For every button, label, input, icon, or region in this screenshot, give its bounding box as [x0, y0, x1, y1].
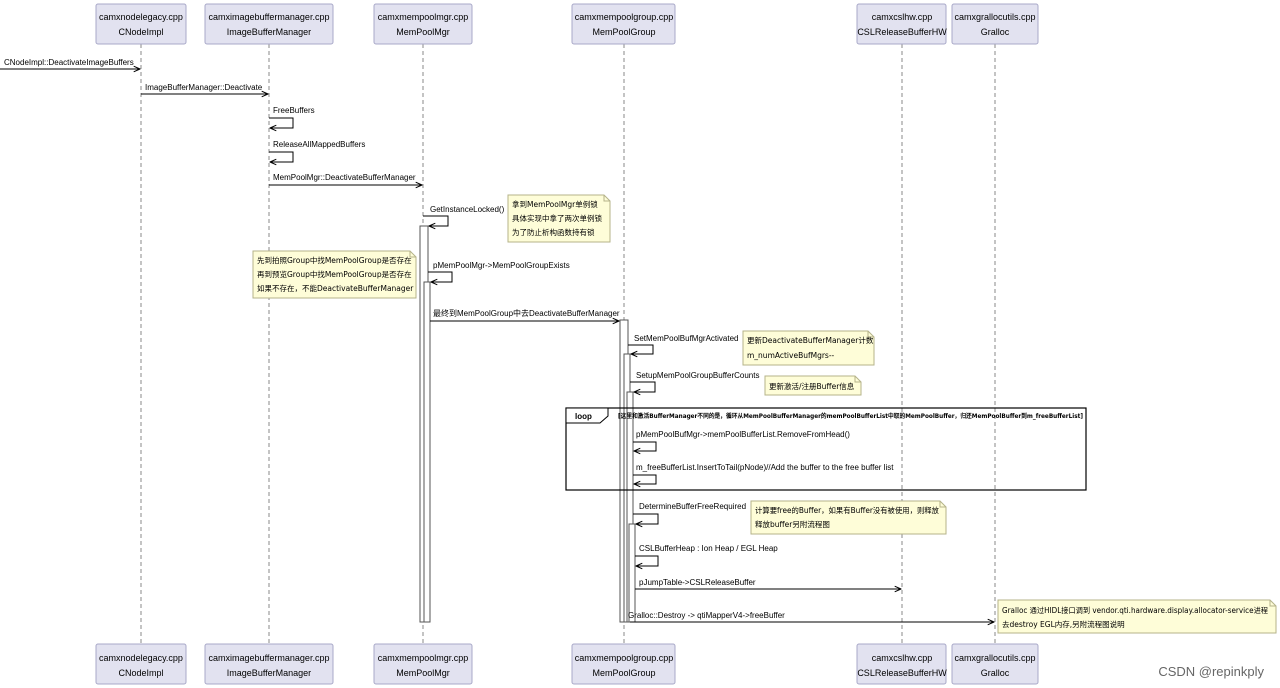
participant-mempoolgroup-top — [571, 3, 676, 45]
participant-name: MemPoolMgr — [396, 668, 450, 678]
participant-name: Gralloc — [981, 27, 1010, 37]
participant-name: CNodeImpl — [118, 668, 163, 678]
loop-frame — [565, 407, 1087, 491]
participant-mempoolmgr-top — [373, 3, 473, 45]
participant-name: MemPoolGroup — [592, 27, 655, 37]
participant-name: ImageBufferManager — [227, 668, 311, 678]
note-line: 释放buffer另附流程图 — [755, 519, 830, 529]
note-line: 再到预览Group中找MemPoolGroup是否存在 — [257, 269, 412, 279]
note-line: 去destroy EGL内存,另附流程图说明 — [1002, 619, 1125, 629]
note-line: 拿到MemPoolMgr单例锁 — [512, 199, 598, 209]
participant-name: MemPoolMgr — [396, 27, 450, 37]
participant-name: MemPoolGroup — [592, 668, 655, 678]
message-label: Gralloc::Destroy -> qtiMapperV4->freeBuf… — [628, 611, 785, 620]
self-message-arrow — [628, 344, 654, 354]
self-message-arrow — [269, 151, 294, 162]
participant-file: camxnodelegacy.cpp — [99, 12, 183, 22]
participant-file: camxgrallocutils.cpp — [954, 653, 1035, 663]
self-message-arrow — [633, 441, 657, 451]
note-gralloc: Gralloc 通过HIDL接口调到 vendor.qti.hardware.d… — [997, 599, 1277, 634]
note-line: 计算要free的Buffer，如果有Buffer没有被使用，则释放 — [755, 505, 939, 515]
note-line: Gralloc 通过HIDL接口调到 vendor.qti.hardware.d… — [1002, 605, 1268, 615]
self-message-arrow — [428, 271, 453, 282]
message-label: ImageBufferManager::Deactivate — [145, 83, 263, 92]
participant-file: camxmempoolgroup.cpp — [575, 12, 674, 22]
participant-imagebuffermanager-top — [204, 3, 334, 45]
self-message-arrow — [423, 215, 449, 226]
note-getinstance: 拿到MemPoolMgr单例锁 具体实现中拿了两次单例锁 为了防止析构函数持有锁 — [507, 194, 611, 243]
note-line: 具体实现中拿了两次单例锁 — [512, 213, 602, 223]
participant-name: ImageBufferManager — [227, 27, 311, 37]
note-activated: 更新DeactivateBufferManager计数 m_numActiveB… — [742, 330, 875, 366]
note-line: 如果不存在，不能DeactivateBufferManager — [257, 283, 414, 293]
activation-mempoolmgr-nested — [423, 281, 431, 623]
message-label: 最终到MemPoolGroup中去DeactivateBufferManager — [433, 308, 620, 318]
participant-imagebuffermanager-bottom — [204, 643, 334, 685]
message-label: pJumpTable->CSLReleaseBuffer — [639, 578, 756, 587]
message-label: SetupMemPoolGroupBufferCounts — [636, 371, 759, 380]
message-label: MemPoolMgr::DeactivateBufferManager — [273, 173, 416, 182]
participant-name: CSLReleaseBufferHW — [857, 668, 947, 678]
note-line: 更新DeactivateBufferManager计数 — [747, 335, 874, 345]
self-message-arrow — [635, 555, 659, 566]
note-line: 更新激活/注册Buffer信息 — [769, 381, 855, 391]
message-label: pMemPoolBufMgr->memPoolBufferList.Remove… — [636, 430, 850, 439]
participant-file: camxcslhw.cpp — [872, 12, 933, 22]
message-label: CSLBufferHeap : Ion Heap / EGL Heap — [639, 544, 778, 553]
participant-cnodeimpl-top — [95, 3, 187, 45]
participant-file: camximagebuffermanager.cpp — [209, 653, 330, 663]
watermark: CSDN @repinkply — [1158, 664, 1264, 679]
message-label: FreeBuffers — [273, 106, 315, 115]
participant-mempoolmgr-bottom — [373, 643, 473, 685]
message-label: ReleaseAllMappedBuffers — [273, 140, 365, 149]
participant-file: camxgrallocutils.cpp — [954, 12, 1035, 22]
note-line: 为了防止析构函数持有锁 — [512, 227, 595, 237]
participant-gralloc-top — [951, 3, 1039, 45]
self-message-arrow — [633, 474, 657, 484]
self-message-arrow — [630, 381, 656, 392]
participant-name: CSLReleaseBufferHW — [857, 27, 947, 37]
participant-file: camxcslhw.cpp — [872, 653, 933, 663]
participant-mempoolgroup-bottom — [571, 643, 676, 685]
note-free-buffer: 计算要free的Buffer，如果有Buffer没有被使用，则释放 释放buff… — [750, 500, 947, 535]
message-label: CNodeImpl::DeactivateImageBuffers — [4, 58, 134, 67]
message-label: GetInstanceLocked() — [430, 205, 505, 214]
participant-cslreleasebufferhw-bottom — [856, 643, 947, 685]
participant-file: camxmempoolmgr.cpp — [378, 653, 469, 663]
message-label: SetMemPoolBufMgrActivated — [634, 334, 739, 343]
note-line: m_numActiveBufMgrs-- — [747, 351, 835, 360]
participant-name: CNodeImpl — [118, 27, 163, 37]
participant-cnodeimpl-bottom — [95, 643, 187, 685]
message-label: pMemPoolMgr->MemPoolGroupExists — [433, 261, 570, 270]
activation-mempoolgroup-nested-3 — [628, 523, 636, 623]
self-message-arrow — [269, 117, 294, 128]
note-group-exists: 先到拍照Group中找MemPoolGroup是否存在 再到预览Group中找M… — [252, 250, 417, 299]
participant-file: camxmempoolgroup.cpp — [575, 653, 674, 663]
self-message-arrow — [633, 513, 659, 524]
participant-name: Gralloc — [981, 668, 1010, 678]
participant-file: camxnodelegacy.cpp — [99, 653, 183, 663]
loop-guard: [这里和激活BufferManager不同的是，循环从MemPoolBuffer… — [618, 412, 1083, 420]
note-line: 先到拍照Group中找MemPoolGroup是否存在 — [257, 255, 412, 265]
loop-tab — [565, 407, 609, 424]
note-buffer-info: 更新激活/注册Buffer信息 — [764, 375, 862, 396]
participant-cslreleasebufferhw-top — [856, 3, 947, 45]
participant-file: camximagebuffermanager.cpp — [209, 12, 330, 22]
participant-file: camxmempoolmgr.cpp — [378, 12, 469, 22]
loop-label: loop — [575, 412, 592, 421]
message-label: m_freeBufferList.InsertToTail(pNode)//Ad… — [636, 463, 894, 472]
participant-gralloc-bottom — [951, 643, 1039, 685]
message-label: DetermineBufferFreeRequired — [639, 502, 746, 511]
